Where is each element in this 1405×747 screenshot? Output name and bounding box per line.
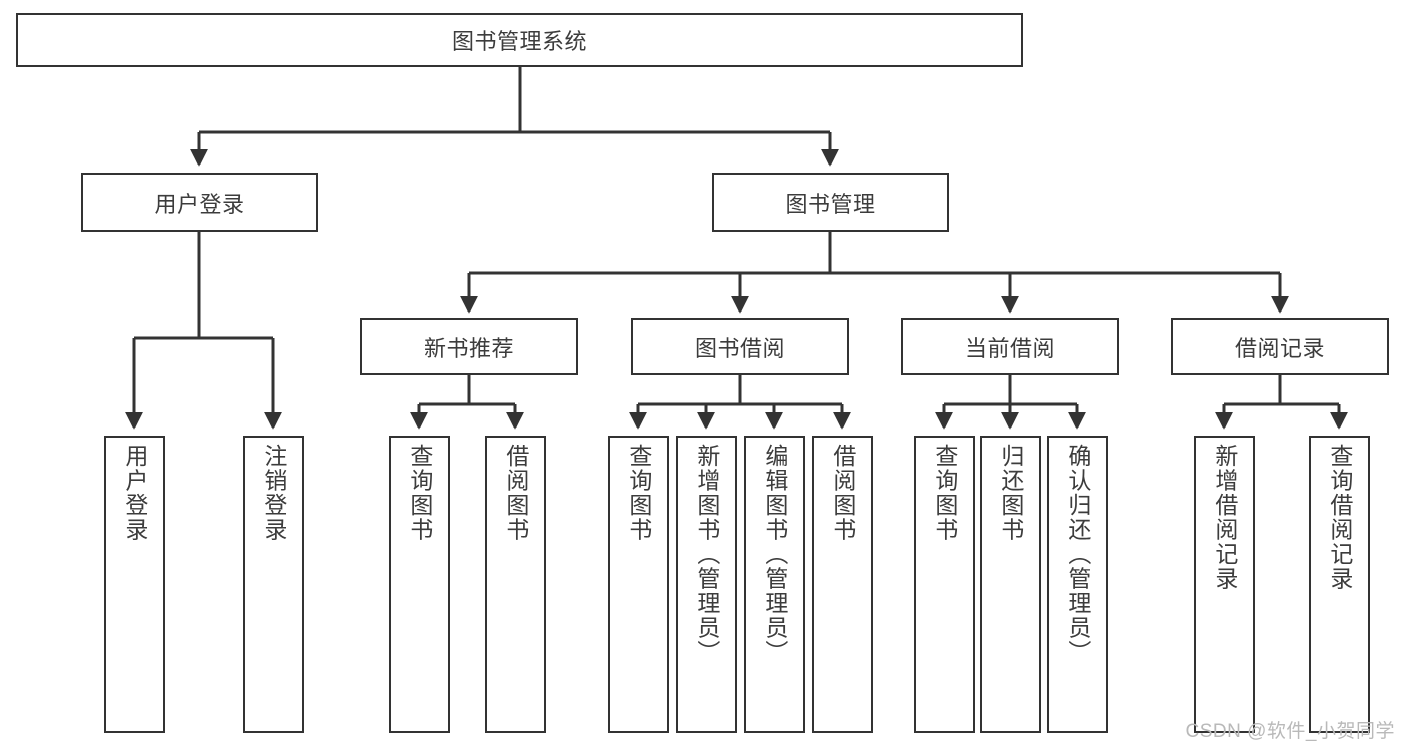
node-user-login[interactable]: 用户登录 <box>81 173 318 232</box>
node-leaf-borrow-book-rec-label: 借阅图书 <box>502 444 529 542</box>
watermark: CSDN @软件_小贺同学 <box>1185 721 1395 742</box>
node-leaf-query-book-current[interactable]: 查询图书 <box>914 436 975 733</box>
node-leaf-add-book-label: 新增图书（管理员） <box>693 444 720 665</box>
node-leaf-edit-book-label: 编辑图书（管理员） <box>761 444 788 665</box>
node-leaf-query-record[interactable]: 查询借阅记录 <box>1309 436 1370 733</box>
node-leaf-user-logout[interactable]: 注销登录 <box>243 436 304 733</box>
node-book-borrow[interactable]: 图书借阅 <box>631 318 849 375</box>
node-leaf-query-book-current-label: 查询图书 <box>931 444 958 542</box>
node-current-borrow[interactable]: 当前借阅 <box>901 318 1119 375</box>
node-new-book-rec-label: 新书推荐 <box>423 335 514 361</box>
node-leaf-add-book[interactable]: 新增图书（管理员） <box>676 436 737 733</box>
node-book-manage-label: 图书管理 <box>785 191 876 217</box>
node-leaf-return-book-label: 归还图书 <box>997 444 1024 542</box>
node-leaf-query-book-rec[interactable]: 查询图书 <box>389 436 450 733</box>
node-leaf-add-record-label: 新增借阅记录 <box>1211 444 1238 591</box>
node-leaf-user-login[interactable]: 用户登录 <box>104 436 165 733</box>
node-borrow-record[interactable]: 借阅记录 <box>1171 318 1389 375</box>
node-leaf-borrow-book-rec[interactable]: 借阅图书 <box>485 436 546 733</box>
node-leaf-query-book-borrow[interactable]: 查询图书 <box>608 436 669 733</box>
node-leaf-confirm-return-label: 确认归还（管理员） <box>1064 444 1091 665</box>
node-leaf-borrow-book[interactable]: 借阅图书 <box>812 436 873 733</box>
node-leaf-confirm-return[interactable]: 确认归还（管理员） <box>1047 436 1108 733</box>
node-leaf-query-book-borrow-label: 查询图书 <box>625 444 652 542</box>
node-leaf-query-record-label: 查询借阅记录 <box>1326 444 1353 591</box>
node-leaf-borrow-book-label: 借阅图书 <box>829 444 856 542</box>
node-book-borrow-label: 图书借阅 <box>694 335 785 361</box>
node-borrow-record-label: 借阅记录 <box>1234 335 1325 361</box>
node-user-login-label: 用户登录 <box>154 191 245 217</box>
node-current-borrow-label: 当前借阅 <box>964 335 1055 361</box>
node-new-book-rec[interactable]: 新书推荐 <box>360 318 578 375</box>
node-leaf-user-login-label: 用户登录 <box>121 444 148 542</box>
node-leaf-user-logout-label: 注销登录 <box>260 444 287 542</box>
node-leaf-return-book[interactable]: 归还图书 <box>980 436 1041 733</box>
node-leaf-query-book-rec-label: 查询图书 <box>406 444 433 542</box>
node-root-label: 图书管理系统 <box>451 29 587 54</box>
node-leaf-edit-book[interactable]: 编辑图书（管理员） <box>744 436 805 733</box>
node-leaf-add-record[interactable]: 新增借阅记录 <box>1194 436 1255 733</box>
node-book-manage[interactable]: 图书管理 <box>712 173 949 232</box>
node-root[interactable]: 图书管理系统 <box>16 13 1023 67</box>
